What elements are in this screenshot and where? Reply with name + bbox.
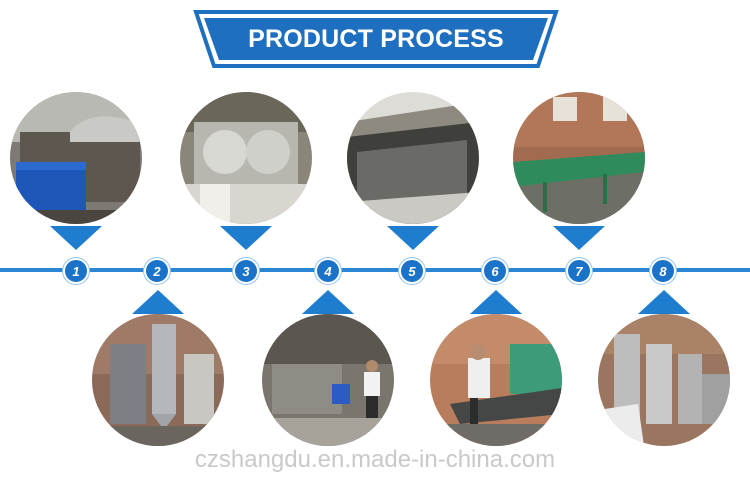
step-1-pointer <box>50 226 102 250</box>
step-6-pointer <box>470 290 522 314</box>
step-3-pointer <box>220 226 272 250</box>
step-4-marker: 4 <box>315 258 341 284</box>
step-7-marker: 7 <box>566 258 592 284</box>
step-3-marker: 3 <box>233 258 259 284</box>
step-2-marker: 2 <box>144 258 170 284</box>
step-8-pointer <box>638 290 690 314</box>
step-1-marker: 1 <box>63 258 89 284</box>
step-4-pointer <box>302 290 354 314</box>
timeline-line <box>0 268 750 272</box>
step-8-photo <box>598 314 730 446</box>
step-7-pointer <box>553 226 605 250</box>
step-6-photo <box>430 314 562 446</box>
step-5-marker: 5 <box>399 258 425 284</box>
step-2-photo <box>92 314 224 446</box>
watermark-text: czshangdu.en.made-in-china.com <box>194 446 556 473</box>
page-title: PRODUCT PROCESS <box>248 24 504 53</box>
step-3-photo <box>180 92 312 224</box>
step-6-marker: 6 <box>482 258 508 284</box>
step-2-pointer <box>132 290 184 314</box>
step-8-marker: 8 <box>650 258 676 284</box>
step-5-photo <box>347 92 479 224</box>
banner-shape <box>193 10 559 68</box>
step-7-photo <box>513 92 645 224</box>
step-1-photo <box>10 92 142 224</box>
step-5-pointer <box>387 226 439 250</box>
step-4-photo <box>262 314 394 446</box>
